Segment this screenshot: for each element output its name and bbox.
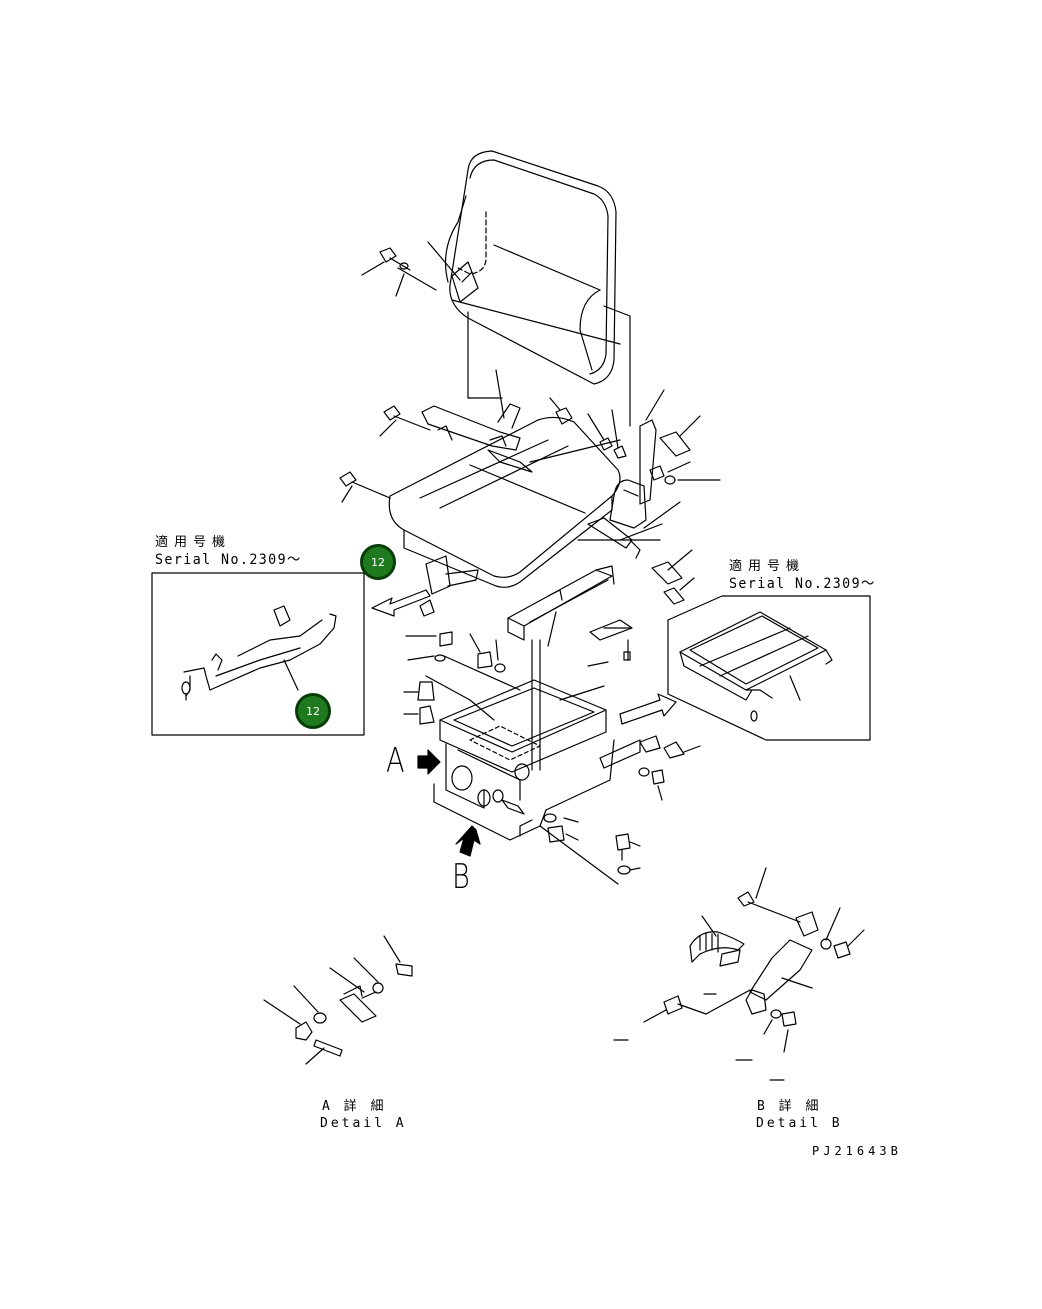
detail-b-parts — [614, 868, 864, 1080]
applicable-serial-jp-label-left: 適用号機 — [155, 535, 232, 550]
base-left-hardware — [404, 628, 632, 724]
detail-a-label: Detail A — [320, 1116, 407, 1131]
suspension-base — [434, 640, 640, 840]
applicable-serial-jp-label-right: 適用号機 — [729, 559, 806, 574]
backrest-bolt — [380, 248, 410, 270]
right-leaders — [342, 370, 720, 590]
backrest — [446, 151, 616, 384]
view-b-label: B — [452, 857, 470, 897]
left-inset — [152, 573, 364, 735]
base-right-hardware — [540, 736, 700, 884]
backrest-leaders — [362, 242, 630, 426]
detail-a-parts — [264, 936, 412, 1064]
view-arrows — [418, 750, 480, 856]
serial-number-label-right: Serial No.2309〜 — [729, 576, 876, 592]
seat-belt-bracket — [422, 404, 520, 450]
armrest — [588, 420, 656, 558]
cushion-hardware — [340, 406, 690, 604]
callout-badge-12-inset[interactable]: 12 — [295, 693, 331, 729]
arrows-to-insets — [372, 590, 676, 724]
drawing-code: PJ21643B — [812, 1144, 902, 1158]
detail-a-jp-label: A 詳 細 — [322, 1099, 387, 1114]
detail-b-label: Detail B — [756, 1116, 843, 1131]
seat-cushion — [389, 417, 620, 587]
slide-rails — [420, 556, 632, 660]
right-inset — [668, 596, 870, 740]
serial-number-label-left: Serial No.2309〜 — [155, 552, 302, 568]
detail-b-jp-label: B 詳 細 — [757, 1099, 822, 1114]
callout-badge-12-main[interactable]: 12 — [360, 544, 396, 580]
view-a-label: A — [386, 741, 405, 781]
